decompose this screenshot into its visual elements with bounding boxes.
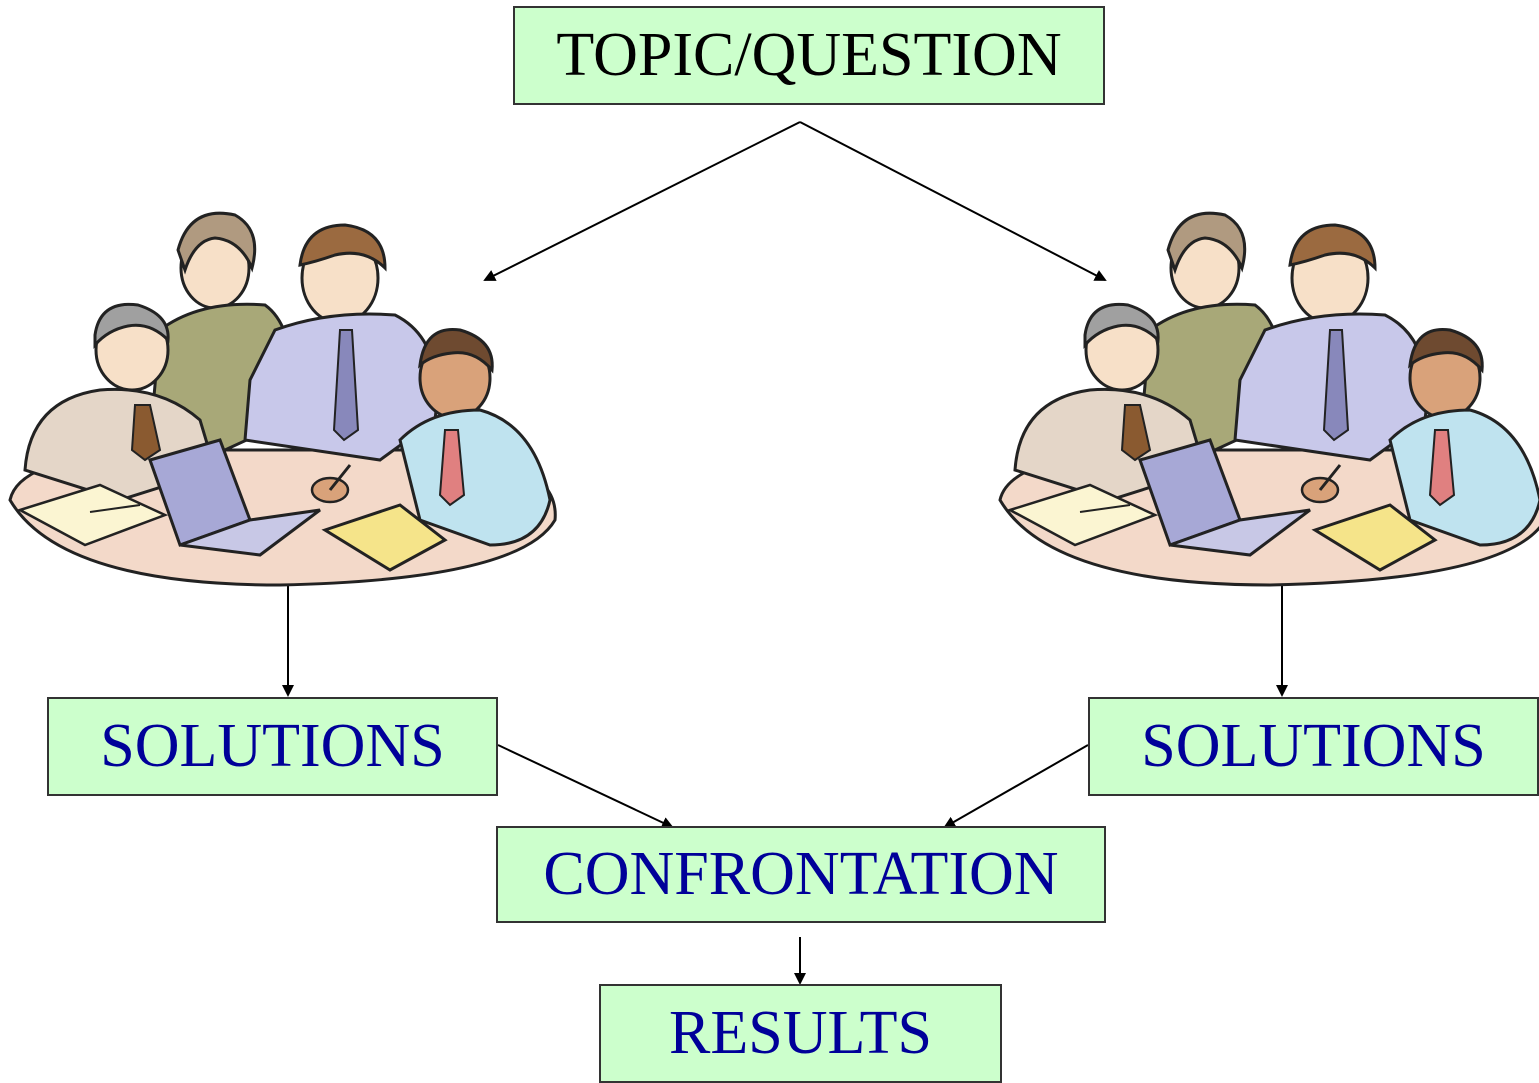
results-label: RESULTS <box>668 999 932 1067</box>
solutions-right-box: SOLUTIONS <box>1088 697 1539 796</box>
solutions-left-box: SOLUTIONS <box>47 697 498 796</box>
solutions-right-label: SOLUTIONS <box>1141 712 1486 780</box>
right-team-illustration <box>998 211 1539 587</box>
arrow-topic-to-left-team <box>483 121 801 281</box>
arrow-right-solutions-to-confrontation <box>943 744 1089 828</box>
topic-question-label: TOPIC/QUESTION <box>556 21 1062 89</box>
left-team-illustration <box>8 211 557 587</box>
results-box: RESULTS <box>599 984 1002 1083</box>
confrontation-label: CONFRONTATION <box>543 840 1059 908</box>
confrontation-box: CONFRONTATION <box>496 826 1106 923</box>
solutions-left-label: SOLUTIONS <box>100 712 445 780</box>
arrow-topic-to-right-team <box>799 121 1107 281</box>
topic-question-box: TOPIC/QUESTION <box>513 6 1105 105</box>
arrow-left-solutions-to-confrontation <box>497 744 674 829</box>
